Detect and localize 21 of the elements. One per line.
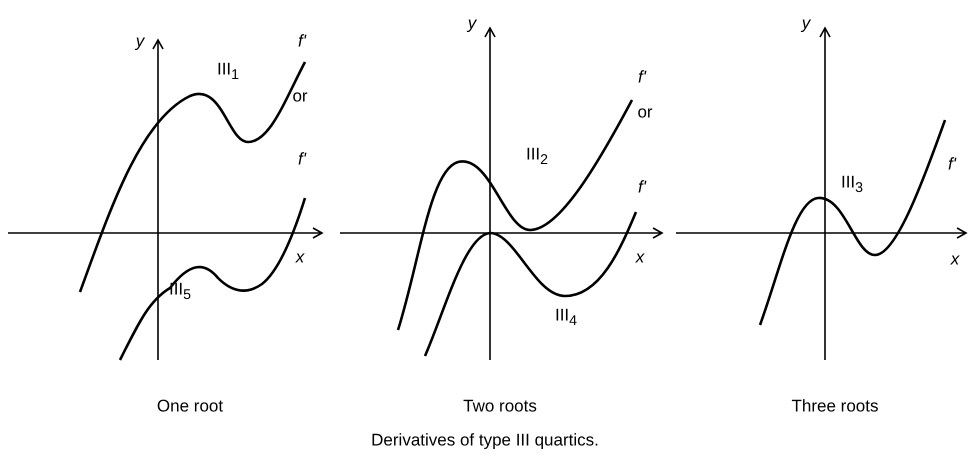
axis-label: x [950, 250, 960, 270]
curve-label: III$_{4}$ [554, 306, 578, 330]
curve-label: III$_{2}$ [526, 146, 548, 168]
axis-label: x [636, 248, 644, 268]
curve-label: f' [638, 178, 646, 198]
axis-label: y [802, 14, 810, 34]
connective-text: or [637, 104, 653, 122]
axis-label: x [296, 248, 304, 268]
axis-label: y [468, 14, 476, 34]
curve-label: f' [298, 150, 306, 170]
curve-label: f' [298, 32, 306, 52]
panel-caption: One root [156, 398, 224, 416]
curve-label: III$_{1}$ [216, 60, 240, 84]
curve-label: f' [638, 68, 646, 88]
figure-caption: Derivatives of type III quartics. [371, 432, 599, 450]
panel-caption: Three roots [792, 398, 878, 416]
curve-label: III$_{3}$ [840, 174, 864, 196]
axis-label: y [136, 32, 144, 52]
panel-caption: Two roots [463, 398, 537, 416]
connective-text: or [292, 88, 308, 106]
curve-label: f' [948, 156, 956, 174]
